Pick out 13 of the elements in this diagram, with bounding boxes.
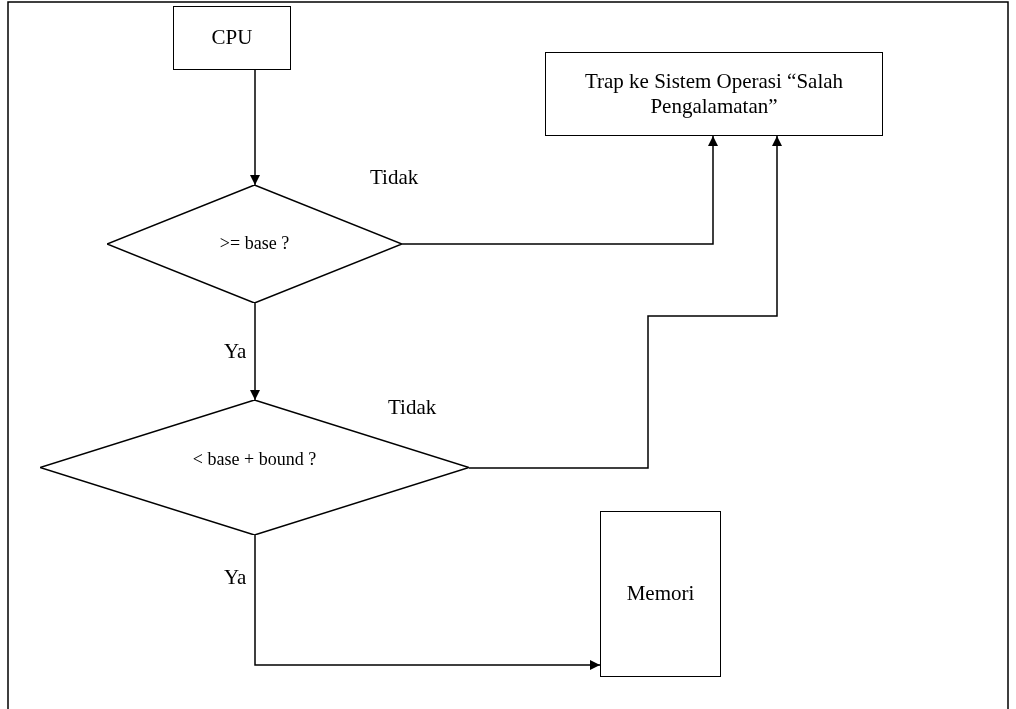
arrow: [468, 135, 782, 469]
arrow: [250, 69, 260, 186]
process-box: [173, 6, 291, 70]
node-label: >= base ?: [219, 233, 290, 255]
process-box: [600, 511, 721, 677]
node-label: Memori: [626, 581, 695, 607]
process-box: [545, 52, 883, 136]
arrow: [401, 135, 718, 245]
node-label: < base + bound ?: [192, 448, 317, 471]
arrow: [254, 534, 601, 670]
node-label: Trap ke Sistem Operasi “Salah Pengalamatan”: [583, 68, 845, 120]
arrow: [250, 302, 260, 401]
node-label: CPU: [211, 25, 253, 51]
